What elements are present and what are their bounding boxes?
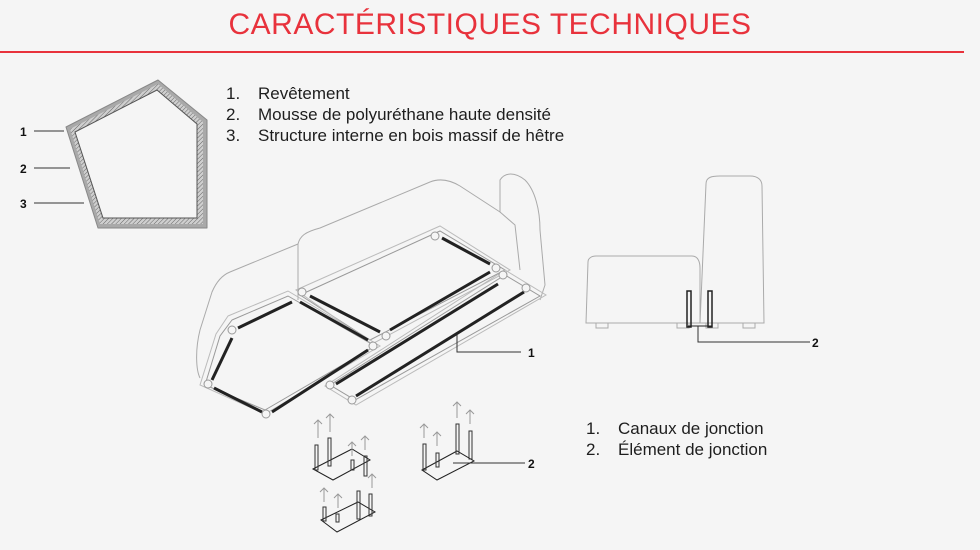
legend-number: 1.	[226, 84, 241, 103]
legend-number: 1.	[586, 419, 601, 438]
sofa-side-diagram: 2	[585, 175, 819, 350]
callout-label: 1	[20, 125, 27, 139]
sofa-isometric-diagram: 1	[196, 173, 547, 419]
legend-number: 2.	[586, 440, 601, 459]
callout-label: 1	[528, 346, 535, 360]
legend-item: 2. Élément de jonction	[586, 439, 767, 460]
page-title: CARACTÉRISTIQUES TECHNIQUES	[228, 8, 752, 41]
callout-label: 3	[20, 197, 27, 211]
cross-section-diagram: 1 2 3	[20, 79, 208, 229]
legend-item: 1. Revêtement	[226, 83, 564, 104]
junction-elements-diagram: 2	[311, 401, 535, 533]
legend-number: 3.	[226, 126, 241, 145]
junction-legend: 1. Canaux de jonction 2. Élément de joncti…	[586, 418, 767, 460]
callout-label: 2	[528, 457, 535, 471]
legend-label: Mousse de polyuréthane haute densité	[258, 105, 551, 124]
legend-label: Structure interne en bois massif de hêtr…	[258, 126, 565, 145]
materials-legend: 1. Revêtement 2. Mousse de polyuréthane ha…	[226, 83, 564, 146]
callout-label: 2	[20, 162, 27, 176]
callout-label: 2	[812, 336, 819, 350]
title-divider	[0, 51, 964, 53]
legend-item: 1. Canaux de jonction	[586, 418, 767, 439]
legend-number: 2.	[226, 105, 241, 124]
legend-label: Élément de jonction	[618, 440, 768, 459]
legend-label: Revêtement	[258, 84, 350, 103]
legend-label: Canaux de jonction	[618, 419, 764, 438]
legend-item: 3. Structure interne en bois massif de hê…	[226, 125, 564, 146]
legend-item: 2. Mousse de polyuréthane haute densité	[226, 104, 564, 125]
